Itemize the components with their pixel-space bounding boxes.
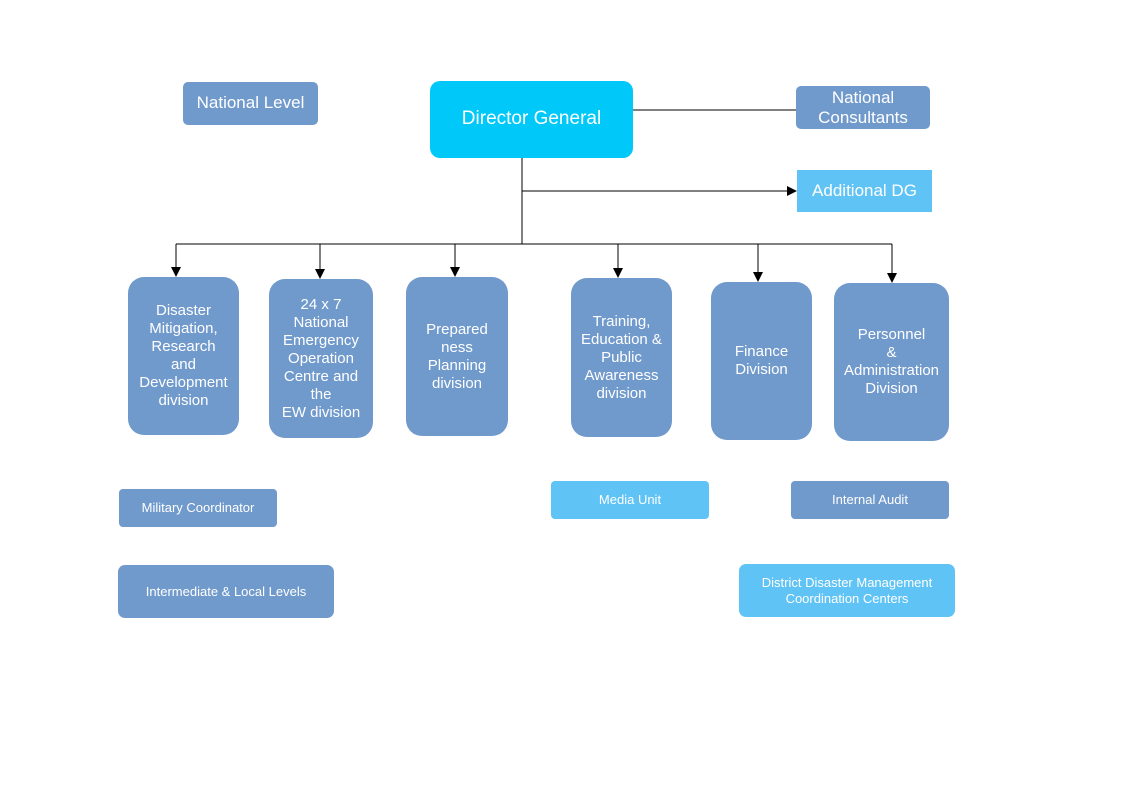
director-general-box: Director General [430, 81, 633, 158]
division-box: Personnel & Administration Division [834, 283, 949, 441]
division-box: Prepared ness Planning division [406, 277, 508, 436]
media-unit-box: Media Unit [551, 481, 709, 519]
internal-audit-box: Internal Audit [791, 481, 949, 519]
division-box: Training, Education & Public Awareness d… [571, 278, 672, 437]
national-level-box: National Level [183, 82, 318, 125]
division-box: Disaster Mitigation, Research and Develo… [128, 277, 239, 435]
national-consultants-box: National Consultants [796, 86, 930, 129]
intermediate-local-levels-box: Intermediate & Local Levels [118, 565, 334, 618]
division-box: 24 x 7 National Emergency Operation Cent… [269, 279, 373, 438]
division-box: Finance Division [711, 282, 812, 440]
district-centers-box: District Disaster Management Coordinatio… [739, 564, 955, 617]
military-coordinator-box: Military Coordinator [119, 489, 277, 527]
additional-dg-box: Additional DG [797, 170, 932, 212]
